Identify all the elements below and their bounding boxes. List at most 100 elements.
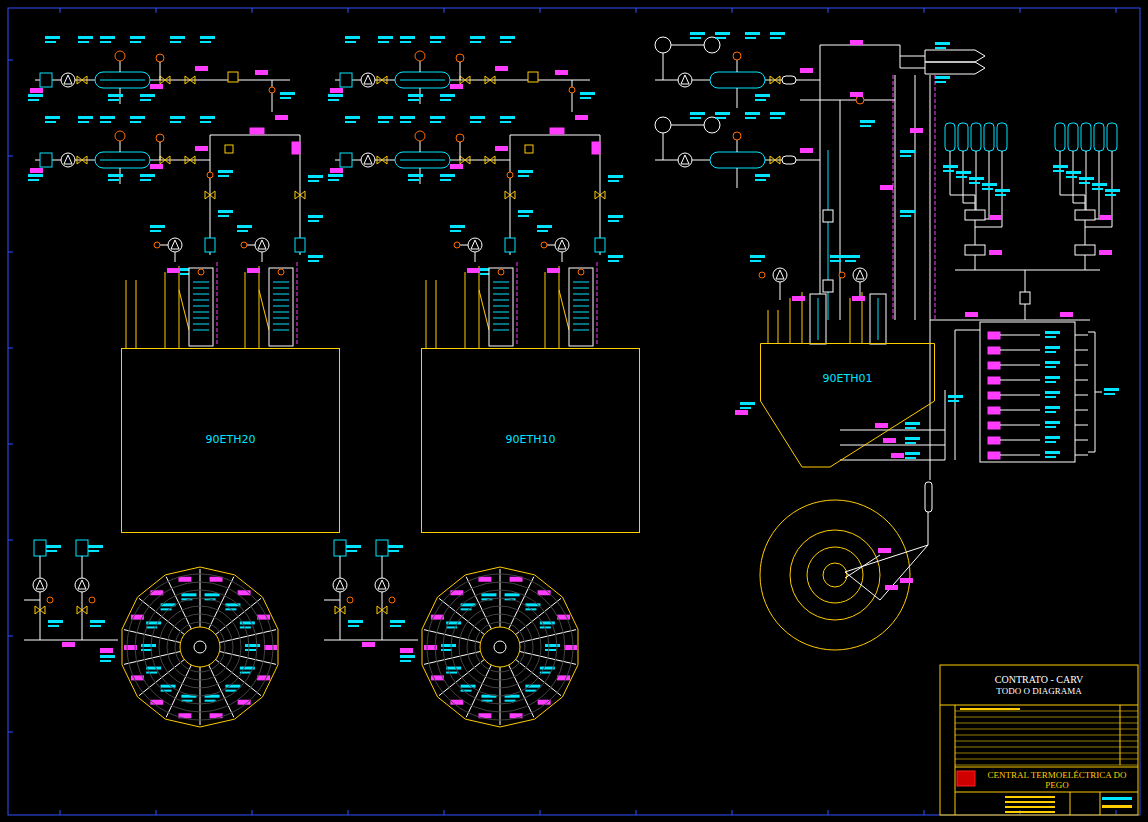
silo-outline — [790, 530, 880, 620]
tag-block — [345, 36, 360, 39]
tag-block — [378, 36, 393, 39]
pipe-line — [100, 80, 145, 81]
silo-ring — [167, 614, 233, 680]
tag-block — [1102, 797, 1132, 800]
pipe-line — [540, 8, 541, 13]
pipe-line — [1075, 335, 1088, 336]
pipe-line — [955, 765, 1138, 766]
tag-block — [545, 649, 556, 651]
tag-block — [308, 255, 323, 258]
pipe-line — [663, 53, 664, 80]
tag-block — [1045, 436, 1060, 439]
tag-block — [170, 36, 185, 39]
pipe-line — [273, 294, 289, 295]
pipe-line — [573, 330, 589, 331]
tag-block — [45, 121, 56, 123]
tag-block — [348, 625, 359, 627]
tag-block — [200, 116, 215, 119]
pipe-line — [1085, 227, 1112, 228]
pump-symbol — [681, 155, 689, 164]
tag-block — [181, 593, 196, 596]
instrument-circle — [347, 597, 353, 603]
pipe-line — [1116, 8, 1117, 13]
tag-block — [1105, 189, 1120, 192]
tag-block — [690, 32, 705, 35]
tag-block — [237, 230, 248, 232]
pipe-line — [597, 262, 598, 346]
tag-block — [130, 36, 145, 39]
magenta-tag — [257, 675, 270, 680]
tag-block — [408, 174, 423, 177]
tag-block — [1005, 811, 1055, 813]
tag-block — [28, 179, 39, 181]
magenta-tag — [478, 577, 491, 582]
tag-block — [28, 99, 39, 101]
instrument-circle — [241, 242, 247, 248]
tag-block — [400, 36, 415, 39]
pipe-line — [160, 142, 161, 160]
pipe-path — [210, 135, 300, 255]
pipe-line — [493, 294, 509, 295]
tag-block — [481, 593, 496, 596]
tag-block — [715, 117, 726, 119]
pump-symbol — [856, 270, 864, 279]
cyclone-symbol — [984, 123, 994, 151]
magenta-tag — [878, 548, 891, 553]
tag-block — [969, 177, 984, 180]
gauge-symbol — [415, 51, 425, 61]
magenta-tag — [30, 88, 43, 93]
flow-element — [823, 280, 833, 292]
pump-symbol — [375, 578, 389, 592]
magenta-tag — [557, 675, 570, 680]
magenta-tag — [1060, 312, 1073, 317]
pipe-line — [930, 75, 931, 480]
tag-block — [1053, 170, 1064, 172]
reducer-symbol — [782, 156, 796, 164]
magenta-tag — [891, 453, 904, 458]
tag-block — [46, 550, 57, 552]
tag-block — [956, 171, 971, 174]
chimney-outline — [426, 280, 436, 348]
gauge-symbol — [156, 134, 164, 142]
tag-block — [1045, 411, 1056, 413]
instrument-circle — [541, 242, 547, 248]
pump-symbol — [681, 75, 689, 84]
magenta-tag — [988, 422, 1000, 429]
silo-outline — [122, 567, 278, 727]
magenta-tag — [330, 88, 343, 93]
pipe-line — [24, 600, 40, 601]
tag-block — [308, 180, 319, 182]
tag-block — [150, 230, 161, 232]
magenta-tag — [538, 700, 551, 705]
cyclone-symbol — [1081, 123, 1091, 151]
pump-symbol — [853, 268, 867, 282]
pipe-line — [1000, 425, 1040, 426]
pipe-line — [820, 45, 821, 320]
pipe-line — [940, 705, 1138, 706]
pipe-line — [8, 636, 13, 637]
pipe-line — [780, 282, 781, 300]
pump-symbol — [773, 268, 787, 282]
pipe-line — [382, 556, 383, 640]
magenta-tag — [167, 268, 180, 273]
pipe-line — [1020, 8, 1021, 13]
tag-block — [170, 41, 181, 43]
flow-element — [823, 210, 833, 222]
tag-block — [608, 260, 619, 262]
tag-block — [995, 189, 1010, 192]
tag-block — [100, 41, 111, 43]
pipe-line — [273, 300, 289, 301]
silo-hub — [494, 641, 506, 653]
tag-block — [408, 94, 423, 97]
heat-exchanger — [269, 268, 293, 346]
pipe-line — [8, 732, 13, 733]
tag-block — [900, 150, 915, 153]
gauge-symbol — [156, 54, 164, 62]
instrument-circle — [839, 272, 845, 278]
tag-block — [982, 183, 997, 186]
pipe-line — [1000, 380, 1040, 381]
pipe-line — [1000, 335, 1040, 336]
pipe-line — [573, 312, 589, 313]
flow-element — [505, 238, 515, 252]
pipe-line — [955, 723, 1138, 724]
